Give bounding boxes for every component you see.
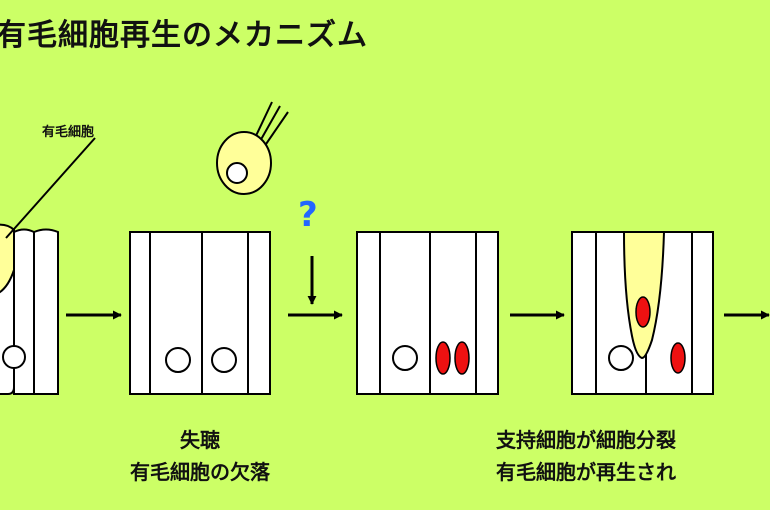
nucleus — [165, 347, 191, 373]
caption-regeneration-line1: 支持細胞が細胞分裂 — [496, 428, 676, 452]
stage-2-epithelium — [129, 231, 271, 395]
cell-column — [33, 228, 59, 395]
detached-hair-cell — [216, 101, 289, 195]
cell-column — [129, 231, 151, 395]
diagram-title: 有毛細胞再生のメカニズム — [0, 18, 368, 53]
label-leader-line — [5, 137, 96, 239]
cell-column — [247, 231, 271, 395]
cell-column — [475, 231, 499, 395]
nucleus — [392, 345, 418, 371]
stereocilia — [258, 105, 281, 144]
caption-regeneration-line2: 有毛細胞が再生され — [496, 460, 676, 484]
caption-regeneration: 支持細胞が細胞分裂 有毛細胞が再生され — [496, 424, 676, 488]
nucleus — [2, 345, 26, 369]
stage-3-epithelium — [356, 231, 499, 395]
nucleus — [226, 162, 248, 184]
stage-1-epithelium — [0, 137, 96, 395]
stereocilia — [253, 101, 273, 141]
hair-cell — [0, 223, 15, 294]
nucleus — [608, 345, 634, 371]
cell-column — [429, 231, 477, 395]
nucleus — [211, 347, 237, 373]
cell-column — [13, 228, 35, 395]
hair-cell-body — [216, 131, 272, 195]
dividing-nucleus — [454, 341, 470, 375]
hair-cell-label: 有毛細胞 — [42, 125, 95, 140]
cell-column — [356, 231, 381, 395]
cell-column — [571, 231, 597, 395]
supporting-cell-nucleus — [670, 342, 686, 374]
regenerating-hair-cell — [622, 231, 666, 360]
caption-hearing-loss-line1: 失聴 — [180, 428, 220, 452]
question-mark: ? — [298, 195, 318, 235]
caption-hearing-loss: 失聴 有毛細胞の欠落 — [90, 424, 310, 488]
stage-4-epithelium — [571, 231, 714, 395]
dividing-nucleus — [435, 341, 451, 375]
stereocilia — [263, 111, 289, 148]
cell-column — [691, 231, 714, 395]
hair-cell-nucleus — [635, 296, 651, 328]
caption-hearing-loss-line2: 有毛細胞の欠落 — [130, 460, 270, 484]
